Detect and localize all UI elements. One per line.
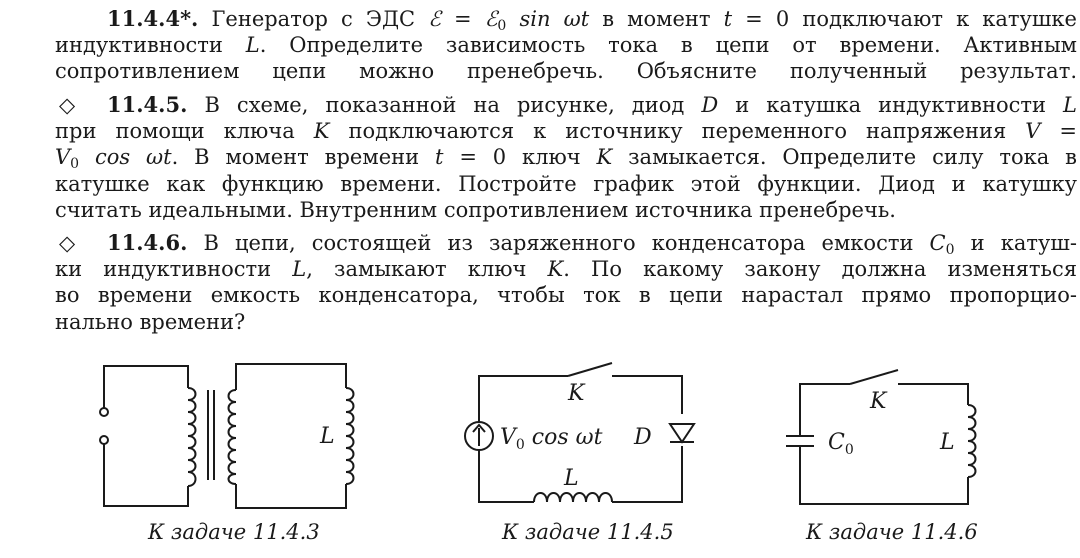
figure-caption: К задаче 11.4.3 [148,520,320,544]
figure-11-4-3-circuit: L [99,363,355,509]
problem-line: индуктивности L. Определите зависимость … [55,33,1077,58]
problem-11-4-6: ◇11.4.6. В цепи, состоящей из заряженног… [55,230,1077,335]
figure-11-4-6-circuit: K C0 L [786,369,977,505]
switch-label: K [869,389,888,414]
problem-line: ки индуктивности L, замыкают ключ K. По … [55,257,1077,282]
problem-line: сопротивлением цепи можно пренебречь. Об… [55,59,1077,84]
inductor-label: L [939,430,955,455]
problem-line: катушке как функцию времени. Постройте г… [55,171,1077,196]
problem-line: во времени емкость конденсатора, чтобы т… [55,283,1077,308]
problem-11-4-4: 11.4.4*. Генератор с ЭДС ℰ = ℰ0 sin ωt в… [55,6,1077,85]
source-label: V0 cos ωt [500,425,603,453]
switch-label: K [567,381,586,406]
capacitor-label: C0 [828,430,854,458]
diode-label: D [633,425,652,450]
diamond-icon: ◇ [59,231,76,255]
diamond-icon: ◇ [59,93,76,117]
problem-line: V0 cos ωt. В момент времени t = 0 ключ K… [55,145,1077,173]
figure-caption: К задаче 11.4.6 [806,520,978,544]
problem-line: ◇11.4.6. В цепи, состоящей из заряженног… [59,230,1077,258]
problem-line: считать идеальными. Внутренним сопротивл… [55,197,896,222]
problem-line: 11.4.4*. Генератор с ЭДС ℰ = ℰ0 sin ωt в… [107,6,1077,34]
inductor-label: L [319,424,335,449]
problem-line: при помощи ключа K подключаются к источн… [55,119,1077,144]
problem-11-4-5: ◇11.4.5. В схеме, показанной на рисунке,… [55,92,1077,223]
inductor-label: L [563,466,579,491]
figure-11-4-5-circuit: K V0 cos ωt D L [464,362,696,503]
problem-line: нально времени? [55,309,246,334]
figure-caption: К задаче 11.4.5 [502,520,674,544]
problem-line: ◇11.4.5. В схеме, показанной на рисунке,… [59,92,1077,118]
